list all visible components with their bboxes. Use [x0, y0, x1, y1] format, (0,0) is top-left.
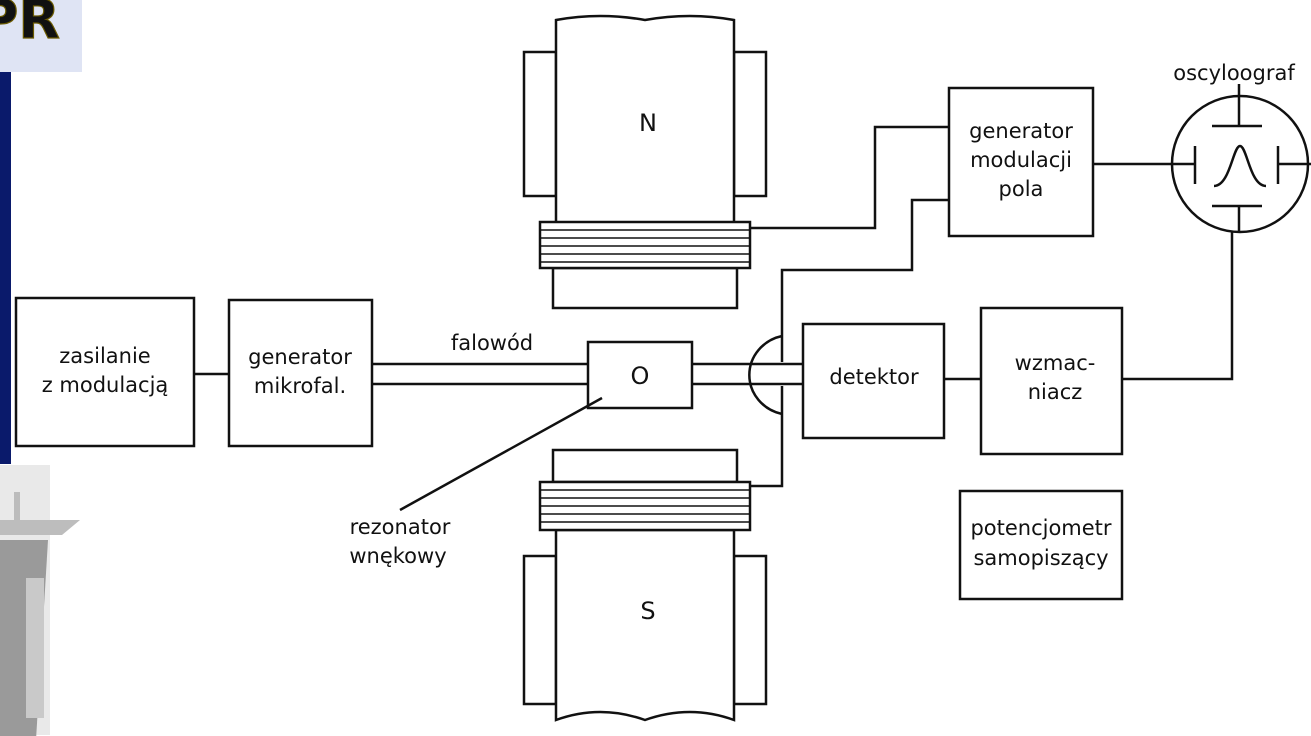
- microwave-generator-line1: generator: [248, 345, 352, 369]
- detector-label: detektor: [829, 365, 919, 389]
- waveguide-to-detector: [692, 364, 803, 384]
- detector-coupling-loop: [749, 336, 782, 414]
- recorder-line1: potencjometr: [970, 516, 1111, 540]
- resonator-label-line1: rezonator: [350, 515, 451, 539]
- resonator-symbol: O: [631, 362, 650, 390]
- amplifier-line2: niacz: [1028, 380, 1083, 404]
- power-supply-line1: zasilanie: [59, 344, 150, 368]
- power-supply-block: zasilanie z modulacją: [16, 298, 194, 446]
- slide-title-fragment: PR: [0, 0, 60, 51]
- waveguide-label: falowód: [451, 331, 533, 355]
- coil-north: [540, 222, 750, 268]
- side-band: [0, 72, 11, 464]
- coil-south: [540, 482, 750, 530]
- magnet-north: N: [524, 16, 766, 308]
- resonator-cavity: O: [588, 342, 692, 408]
- magnet-south: S: [524, 450, 766, 720]
- recorder-block: potencjometr samopiszący: [960, 491, 1122, 599]
- resonator-label-line2: wnękowy: [349, 544, 446, 568]
- field-modulation-generator-block: generator modulacji pola: [949, 88, 1093, 236]
- field-mod-line1: generator: [969, 119, 1073, 143]
- amplifier-block: wzmac- niacz: [981, 308, 1122, 454]
- oscilloscope-label: oscyloograf: [1173, 61, 1295, 85]
- field-mod-line3: pola: [999, 177, 1044, 201]
- amplifier-line1: wzmac-: [1015, 351, 1096, 375]
- magnet-north-label: N: [639, 109, 657, 137]
- detector-block: detektor: [803, 324, 944, 438]
- link-amplifier-to-oscilloscope: [1122, 226, 1232, 379]
- microwave-generator-block: generator mikrofal.: [229, 300, 372, 446]
- wire-coil-north-to-fieldmod: [750, 127, 949, 228]
- microwave-generator-line2: mikrofal.: [254, 374, 346, 398]
- wire-coil-south-to-detector-loop: [750, 386, 782, 486]
- magnet-south-label: S: [640, 597, 655, 625]
- power-supply-line2: z modulacją: [42, 373, 169, 397]
- field-mod-line2: modulacji: [970, 148, 1072, 172]
- waveguide: falowód: [372, 331, 588, 384]
- photo-fragment: [0, 465, 80, 736]
- recorder-line2: samopiszący: [973, 546, 1108, 570]
- oscilloscope: oscyloograf: [1168, 61, 1311, 232]
